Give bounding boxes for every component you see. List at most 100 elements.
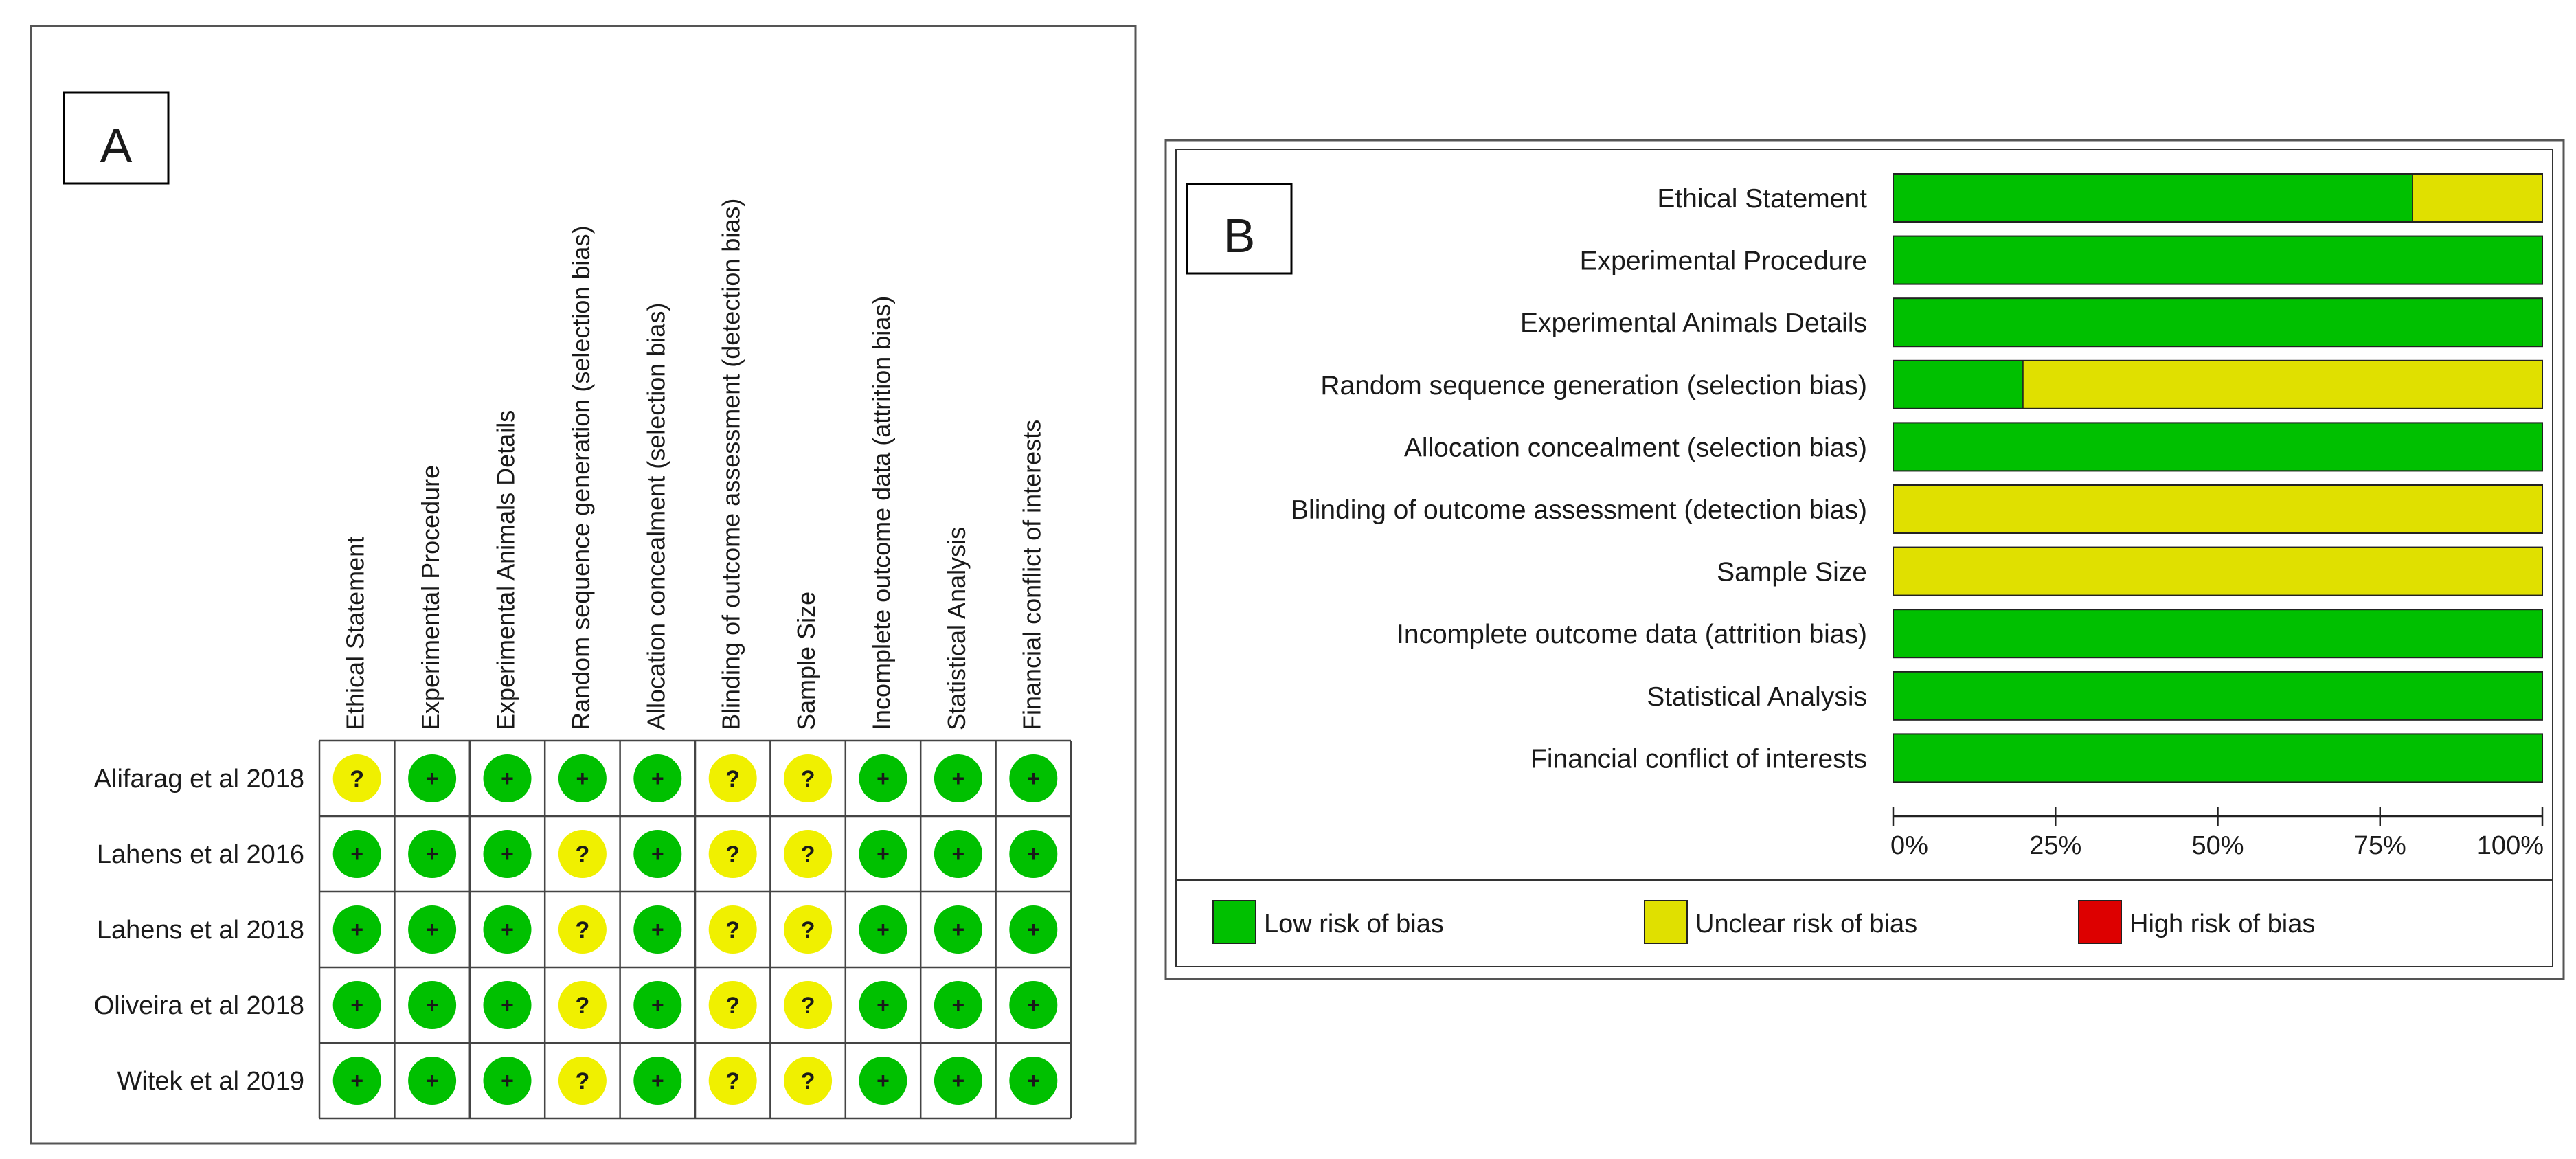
bar-segment <box>1893 484 2543 534</box>
category-label: Random sequence generation (selection bi… <box>1320 371 1867 401</box>
rating-symbol: + <box>426 993 439 1017</box>
bar-outline <box>1893 484 2543 534</box>
rating-symbol: + <box>952 993 965 1017</box>
column-header: Random sequence generation (selection bi… <box>567 226 595 730</box>
study-label: Oliveira et al 2018 <box>94 991 304 1020</box>
low-risk-marker <box>408 981 457 1029</box>
rating-symbol: ? <box>725 842 740 868</box>
low-risk-marker <box>859 830 907 878</box>
bar-segment <box>1893 297 2543 347</box>
low-risk-marker <box>1009 754 1058 802</box>
bar-outline <box>1893 733 2543 783</box>
rating-symbol: + <box>1027 1068 1040 1093</box>
panel-b-label: B <box>1223 209 1256 262</box>
rating-symbol: + <box>426 842 439 866</box>
category-label: Incomplete outcome data (attrition bias) <box>1397 620 1867 649</box>
rating-symbol: ? <box>576 842 590 868</box>
low-risk-marker <box>408 1057 457 1105</box>
rating-symbol: + <box>877 842 890 866</box>
bar-outline <box>1893 671 2543 721</box>
legend-label: High risk of bias <box>2129 910 2315 938</box>
rating-symbol: + <box>501 1068 514 1093</box>
rating-symbol: ? <box>725 917 740 943</box>
unclear-risk-marker <box>558 905 607 954</box>
bar-segment <box>1893 733 2543 783</box>
unclear-risk-marker <box>784 981 833 1029</box>
rating-symbol: ? <box>576 993 590 1019</box>
low-risk-marker <box>558 754 607 802</box>
x-tick-label: 75% <box>2354 831 2406 860</box>
low-risk-marker <box>859 981 907 1029</box>
legend-frame <box>1175 879 2553 967</box>
column-header: Allocation concealment (selection bias) <box>642 303 670 730</box>
legend-label: Low risk of bias <box>1264 910 1444 938</box>
low-risk-marker <box>633 1057 682 1105</box>
x-tick-label: 50% <box>2191 831 2244 860</box>
low-risk-marker <box>483 905 532 954</box>
column-header: Experimental Animals Details <box>492 410 520 730</box>
column-header: Sample Size <box>792 592 820 730</box>
rating-symbol: + <box>651 766 664 791</box>
rating-symbol: ? <box>576 1068 590 1094</box>
rating-symbol: + <box>651 842 664 866</box>
bar-outline <box>1893 609 2543 659</box>
x-tick-label: 0% <box>1890 831 1928 860</box>
rating-symbol: ? <box>801 1068 815 1094</box>
column-header: Ethical Statement <box>341 537 370 730</box>
category-label: Statistical Analysis <box>1647 682 1867 712</box>
rating-symbol: + <box>350 842 363 866</box>
x-tick-label: 100% <box>2477 831 2544 860</box>
unclear-risk-marker <box>784 754 833 802</box>
low-risk-marker <box>483 1057 532 1105</box>
rating-symbol: + <box>501 993 514 1017</box>
bar-segment <box>1893 235 2543 285</box>
bar-segment <box>1893 609 2543 658</box>
stacked-bars <box>1893 173 2543 783</box>
legend-swatch <box>2078 900 2122 944</box>
bar-segment <box>1893 173 2413 223</box>
rating-symbol: ? <box>350 766 364 792</box>
rating-symbol: ? <box>801 766 815 792</box>
rating-symbol: + <box>426 917 439 942</box>
rating-symbol: + <box>952 1068 965 1093</box>
rating-symbol: + <box>1027 842 1040 866</box>
panel-a-label: A <box>100 119 133 172</box>
low-risk-marker <box>332 981 381 1029</box>
rating-symbol: + <box>501 842 514 866</box>
bar-segment <box>2022 360 2543 409</box>
unclear-risk-marker <box>708 830 757 878</box>
low-risk-marker <box>483 981 532 1029</box>
rating-symbol: + <box>1027 917 1040 942</box>
low-risk-marker <box>332 1057 381 1105</box>
category-label: Sample Size <box>1717 558 1867 587</box>
bar-segment <box>1893 671 2543 721</box>
low-risk-marker <box>934 1057 982 1105</box>
bar-segment <box>1893 360 2024 409</box>
x-tick-label: 25% <box>2029 831 2081 860</box>
rating-symbol: + <box>877 766 890 791</box>
rating-symbol: + <box>426 766 439 791</box>
column-header: Blinding of outcome assessment (detectio… <box>717 199 745 730</box>
low-risk-marker <box>633 830 682 878</box>
unclear-risk-marker <box>558 830 607 878</box>
rating-symbol: + <box>952 842 965 866</box>
rating-symbol: ? <box>801 842 815 868</box>
rating-symbol: + <box>1027 993 1040 1017</box>
low-risk-marker <box>1009 905 1058 954</box>
unclear-risk-marker <box>708 754 757 802</box>
low-risk-marker <box>633 754 682 802</box>
rating-symbol: ? <box>801 993 815 1019</box>
unclear-risk-marker <box>708 1057 757 1105</box>
rating-symbol: + <box>426 1068 439 1093</box>
bar-segment <box>1893 546 2543 596</box>
rating-symbol: + <box>350 1068 363 1093</box>
low-risk-marker <box>332 830 381 878</box>
low-risk-marker <box>483 830 532 878</box>
panel-b-border <box>1164 139 2565 980</box>
study-label: Alifarag et al 2018 <box>94 765 304 794</box>
rating-symbol: + <box>501 917 514 942</box>
unclear-risk-marker <box>784 1057 833 1105</box>
rating-symbol: + <box>651 993 664 1017</box>
category-label: Allocation concealment (selection bias) <box>1404 433 1867 462</box>
